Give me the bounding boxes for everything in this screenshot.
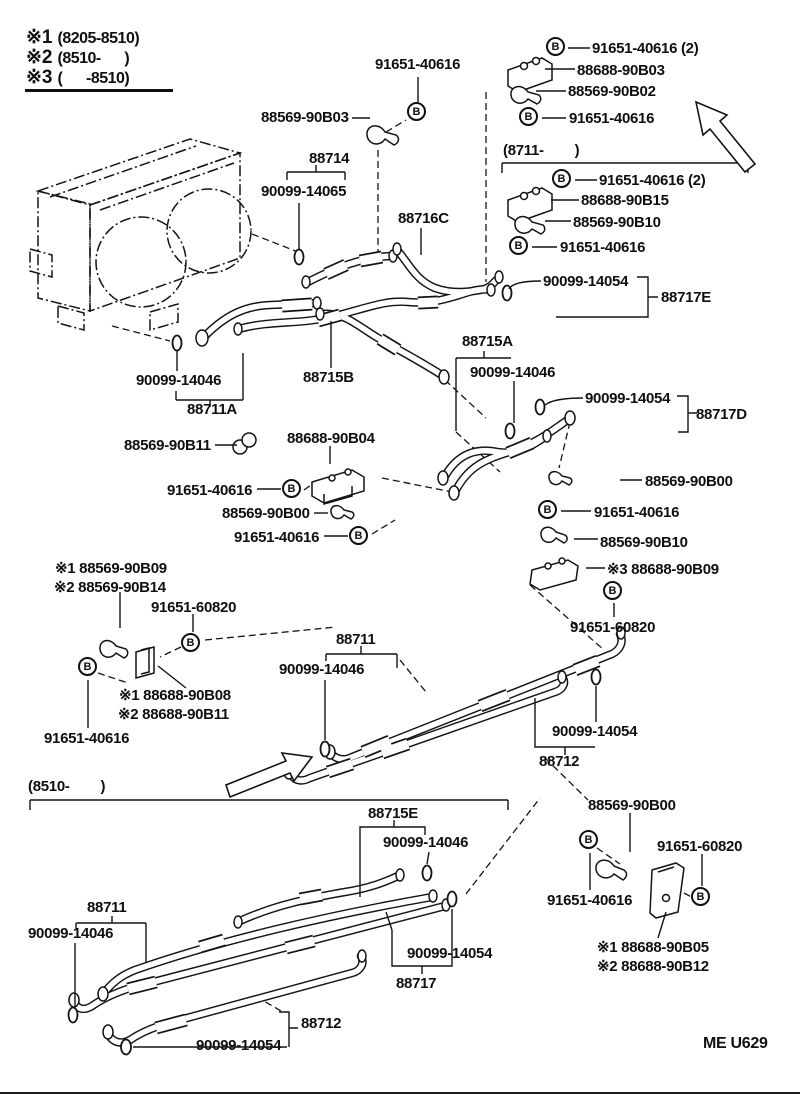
part-label-91651-40616: 91651-40616 xyxy=(547,892,633,909)
part-label-91651-40616: 91651-40616 xyxy=(375,56,461,73)
part-label-88688-90B09: ※3 88688-90B09 xyxy=(607,561,719,578)
part-label-88714: 88714 xyxy=(309,150,350,167)
bolt-symbol-b: B xyxy=(407,102,426,121)
legend-row: ※1 (8205-8510) xyxy=(26,26,140,48)
bolt-symbol-b: B xyxy=(349,526,368,545)
part-label-90099-14054: 90099-14054 xyxy=(585,390,671,407)
small-parts xyxy=(99,56,685,919)
part-label-88688-90B05: ※1 88688-90B05 xyxy=(597,939,709,956)
part-label-90099-14054: 90099-14054 xyxy=(543,273,629,290)
bolt-symbol-b: B xyxy=(78,657,97,676)
part-label-88688-90B15: 88688-90B15 xyxy=(581,192,669,209)
legend-row: ※2 (8510- ) xyxy=(26,46,139,68)
part-label-88711: 88711 xyxy=(87,899,127,916)
part-label-88715A: 88715A xyxy=(462,333,513,350)
part-label-91651-40616: 91651-40616 xyxy=(569,110,655,127)
part-label-88569-90B10: 88569-90B10 xyxy=(573,214,661,231)
part-label-91651-60820: 91651-60820 xyxy=(657,838,743,855)
legend-underline xyxy=(25,89,173,92)
part-label-91651-40616: 91651-40616 xyxy=(594,504,680,521)
part-label-90099-14054: 90099-14054 xyxy=(552,723,638,740)
bolt-symbol-b: B xyxy=(691,887,710,906)
section-header-8510: (8510- ) xyxy=(28,778,106,795)
part-label-91651-40616: 91651-40616 xyxy=(560,239,646,256)
part-label-90099-14054: 90099-14054 xyxy=(407,945,493,962)
part-label-90099-14065: 90099-14065 xyxy=(261,183,347,200)
part-label-88688-90B04: 88688-90B04 xyxy=(287,430,375,447)
orings xyxy=(67,248,602,1056)
part-label-88569-90B00: 88569-90B00 xyxy=(645,473,733,490)
part-label-91651-40616-x2: 91651-40616 (2) xyxy=(592,40,699,57)
part-label-88717E: 88717E xyxy=(661,289,711,306)
arrow-right xyxy=(225,752,314,799)
section-header-8711: (8711- ) xyxy=(503,142,580,159)
part-label-91651-40616: 91651-40616 xyxy=(234,529,320,546)
legend-range: (8205-8510) xyxy=(57,30,140,47)
legend-mark: ※3 xyxy=(26,67,53,88)
part-label-90099-14046: 90099-14046 xyxy=(279,661,365,678)
part-label-88569-90B14: ※2 88569-90B14 xyxy=(54,579,166,596)
bolt-symbol-b: B xyxy=(538,500,557,519)
bolt-symbol-b: B xyxy=(509,236,528,255)
part-label-90099-14054: 90099-14054 xyxy=(196,1037,282,1054)
tube-end-fittings xyxy=(68,242,626,1040)
asterisk-legend: ※1 (8205-8510) ※2 (8510- ) ※3 ( -8510) xyxy=(26,26,140,88)
bolt-symbol-b: B xyxy=(282,479,301,498)
legend-mark: ※1 xyxy=(26,27,53,48)
part-label-88716C: 88716C xyxy=(398,210,449,227)
part-label-88569-90B03: 88569-90B03 xyxy=(261,109,349,126)
arrow-up-right xyxy=(694,100,757,174)
bolt-symbol-b: B xyxy=(181,633,200,652)
condenser-drawing xyxy=(29,138,252,331)
part-label-88715B: 88715B xyxy=(303,369,354,386)
part-label-88569-90B10: 88569-90B10 xyxy=(600,534,688,551)
legend-mark: ※2 xyxy=(26,47,53,68)
part-label-88717D: 88717D xyxy=(696,406,747,423)
part-label-91651-40616: 91651-40616 xyxy=(44,730,130,747)
part-label-88715E: 88715E xyxy=(368,805,418,822)
part-label-90099-14046: 90099-14046 xyxy=(470,364,556,381)
part-label-88712: 88712 xyxy=(301,1015,342,1032)
part-label-88688-90B12: ※2 88688-90B12 xyxy=(597,958,709,975)
part-label-91651-60820: 91651-60820 xyxy=(570,619,656,636)
bolt-symbol-b: B xyxy=(603,581,622,600)
crimp-fittings-fill xyxy=(126,252,600,1033)
dashed-lines xyxy=(97,92,696,1012)
part-label-91651-40616-x2: 91651-40616 (2) xyxy=(599,172,706,189)
part-label-88711A: 88711A xyxy=(187,401,237,418)
leader-lines xyxy=(29,47,749,1048)
legend-range: (8510- ) xyxy=(57,50,130,67)
part-label-88569-90B00: 88569-90B00 xyxy=(588,797,676,814)
part-label-88688-90B03: 88688-90B03 xyxy=(577,62,665,79)
part-label-88569-90B09: ※1 88569-90B09 xyxy=(55,560,167,577)
part-label-90099-14046: 90099-14046 xyxy=(28,925,114,942)
page-code: ME U629 xyxy=(703,1035,768,1052)
part-label-88569-90B02: 88569-90B02 xyxy=(568,83,656,100)
part-label-90099-14046: 90099-14046 xyxy=(383,834,469,851)
part-label-88569-90B11: 88569-90B11 xyxy=(124,437,211,454)
bolt-symbol-b: B xyxy=(552,169,571,188)
part-label-90099-14046: 90099-14046 xyxy=(136,372,222,389)
part-label-88688-90B08: ※1 88688-90B08 xyxy=(119,687,231,704)
bolt-symbol-b: B xyxy=(546,37,565,56)
part-label-88569-90B00: 88569-90B00 xyxy=(222,505,310,522)
bolt-symbol-b: B xyxy=(579,830,598,849)
bolt-symbol-b: B xyxy=(519,107,538,126)
part-label-88717: 88717 xyxy=(396,975,437,992)
direction-arrows xyxy=(225,100,757,799)
part-label-91651-40616: 91651-40616 xyxy=(167,482,253,499)
part-label-88688-90B11: ※2 88688-90B11 xyxy=(118,706,229,723)
part-label-88711: 88711 xyxy=(336,631,376,648)
tubes-fill xyxy=(71,247,625,1046)
legend-row: ※3 ( -8510) xyxy=(26,66,139,88)
part-label-91651-60820: 91651-60820 xyxy=(151,599,237,616)
part-label-88712: 88712 xyxy=(539,753,580,770)
legend-range: ( -8510) xyxy=(57,70,130,87)
